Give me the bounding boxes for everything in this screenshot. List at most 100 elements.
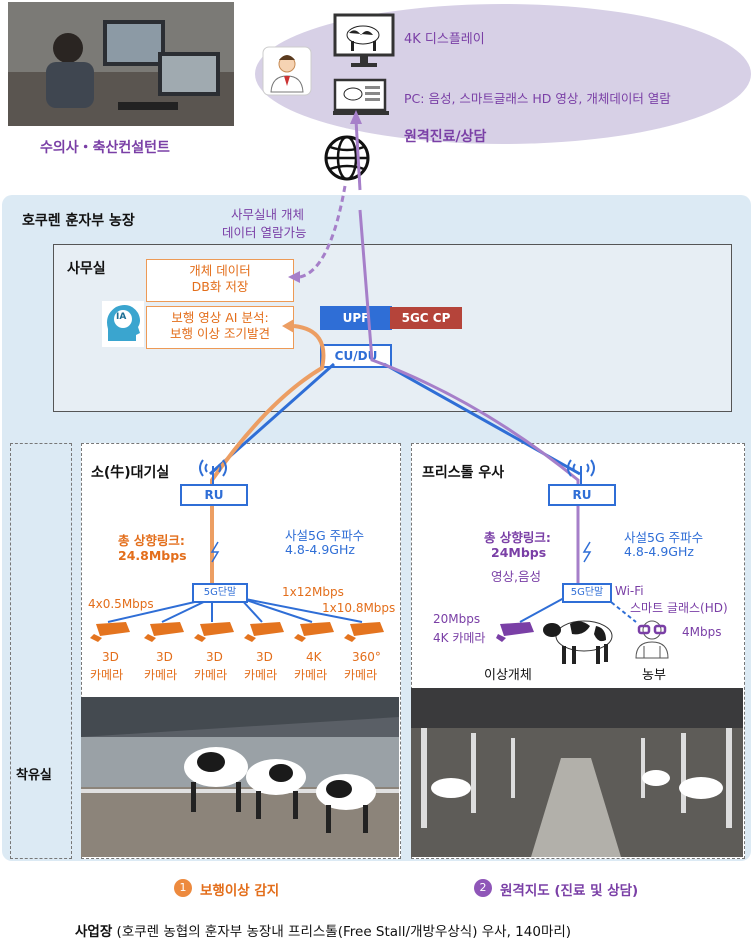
camera-4-type: 3D bbox=[256, 650, 273, 664]
abnormal-cow-label: 이상개체 bbox=[484, 668, 532, 683]
db-line1: 개체 데이터 bbox=[189, 263, 251, 278]
orange-arrow bbox=[282, 319, 294, 333]
camera-icon bbox=[244, 622, 284, 642]
camera-6-label: 카메라 bbox=[344, 668, 378, 682]
cam-label: 4K 카메라 bbox=[433, 631, 486, 645]
farmer-icon bbox=[630, 616, 674, 660]
fivegc-box: 5GC CP bbox=[390, 307, 462, 329]
camera-5-label: 카메라 bbox=[294, 668, 328, 682]
wifi-label: Wi-Fi bbox=[615, 584, 644, 598]
left-uplink-line2: 24.8Mbps bbox=[118, 548, 187, 563]
glass-rate: 4Mbps bbox=[682, 625, 722, 639]
camera-icon bbox=[344, 622, 384, 642]
camera-4: 3D 카메라 bbox=[244, 620, 294, 690]
freestall-title: 프리스톨 우사 bbox=[422, 465, 505, 481]
camera-icon bbox=[144, 622, 184, 642]
office-note-line1: 사무실내 개체 bbox=[231, 207, 304, 222]
orange-flow bbox=[210, 324, 326, 585]
fivegc-label: 5GC CP bbox=[401, 311, 451, 325]
camera-2-type: 3D bbox=[156, 650, 173, 664]
camera-3: 3D 카메라 bbox=[194, 620, 244, 690]
pc-label: PC: 음성, 스마트글래스 HD 영상, 개체데이터 열람 bbox=[404, 91, 671, 106]
terminal-right-box: 5G단말 bbox=[562, 583, 612, 603]
camera-icon bbox=[90, 622, 130, 642]
milking-room-panel bbox=[10, 443, 72, 859]
camera-3-type: 3D bbox=[206, 650, 223, 664]
left-freq-line1: 사설5G 주파수 bbox=[285, 528, 365, 543]
legend-item-1-num: 1 bbox=[179, 881, 187, 894]
right-uplink-line3: 영상,음성 bbox=[491, 569, 541, 584]
camera-5-type: 4K bbox=[306, 650, 322, 664]
milking-room-label: 착유실 bbox=[16, 768, 52, 783]
purple-dashed-arrow bbox=[288, 271, 300, 283]
cudu-label: CU/DU bbox=[334, 349, 378, 363]
right-freq-line2: 4.8-4.9GHz bbox=[624, 544, 694, 559]
cam-rate: 20Mbps bbox=[433, 612, 481, 626]
ru-right-box: RU bbox=[548, 484, 616, 506]
legend-item-2: 2 원격지도 (진료 및 상담) bbox=[474, 877, 704, 899]
ai-line2: 보행 이상 조기발견 bbox=[170, 326, 270, 341]
farm-title: 호쿠렌 훈자부 농장 bbox=[22, 213, 135, 229]
ai-badge: IA bbox=[116, 312, 127, 322]
purple-arrow bbox=[350, 110, 362, 124]
freestall-photo bbox=[411, 688, 743, 857]
display-label: 4K 디스플레이 bbox=[404, 32, 485, 47]
camera-4k-icon bbox=[496, 620, 536, 642]
left-uplink-line1: 총 상향링크: bbox=[118, 533, 185, 548]
ru-left-label: RU bbox=[204, 488, 224, 502]
display-icon bbox=[333, 13, 395, 71]
farmer-label: 농부 bbox=[642, 668, 666, 683]
left-freq-line2: 4.8-4.9GHz bbox=[285, 542, 355, 557]
legend-item-2-badge: 2 bbox=[474, 879, 492, 897]
camera-6: 360° 카메라 bbox=[344, 620, 394, 690]
purple-flow bbox=[358, 209, 580, 585]
left-rate-right1: 1x12Mbps bbox=[282, 585, 344, 599]
camera-5: 4K 카메라 bbox=[294, 620, 344, 690]
ai-brain-icon: IA bbox=[102, 301, 144, 347]
upf-label: UPF bbox=[342, 311, 370, 325]
footer: 사업장 (호쿠렌 농협의 훈자부 농장내 프리스톨(Free Stall/개방우… bbox=[75, 920, 571, 940]
abnormal-cow-icon bbox=[540, 612, 620, 668]
pc-icon bbox=[333, 78, 395, 116]
office-note-line2: 데이터 열람가능 bbox=[222, 225, 307, 240]
ru-right-label: RU bbox=[572, 488, 592, 502]
footer-rest: (호쿠렌 농협의 훈자부 농장내 프리스톨(Free Stall/개방우상식) … bbox=[112, 924, 572, 940]
office-title: 사무실 bbox=[67, 261, 106, 277]
legend-item-1-badge: 1 bbox=[174, 879, 192, 897]
camera-2: 3D 카메라 bbox=[144, 620, 194, 690]
ai-box: 보행 영상 AI 분석: 보행 이상 조기발견 bbox=[146, 306, 294, 349]
legend-item-1: 1 보행이상 감지 bbox=[174, 877, 334, 899]
right-uplink-line2: 24Mbps bbox=[491, 545, 547, 560]
left-rate-right2: 1x10.8Mbps bbox=[322, 601, 396, 615]
legend-item-1-label: 보행이상 감지 bbox=[200, 883, 280, 899]
terminal-left-label: 5G단말 bbox=[203, 587, 237, 598]
ai-line1: 보행 영상 AI 분석: bbox=[171, 310, 269, 325]
db-line2: DB화 저장 bbox=[191, 279, 249, 294]
remote-label: 원격진료/상담 bbox=[404, 129, 487, 145]
camera-row: 3D 카메라 3D 카메라 3D 카메라 3D 카메라 4K 카메라 360° … bbox=[90, 620, 390, 690]
camera-1: 3D 카메라 bbox=[90, 620, 140, 690]
terminal-right-label: 5G단말 bbox=[570, 587, 604, 598]
ru-antenna-right-icon bbox=[563, 456, 599, 484]
vet-photo bbox=[8, 2, 234, 126]
camera-icon bbox=[194, 622, 234, 642]
legend-item-2-num: 2 bbox=[479, 881, 487, 894]
camera-1-label: 카메라 bbox=[90, 668, 124, 682]
legend-item-2-label: 원격지도 (진료 및 상담) bbox=[500, 883, 639, 899]
right-uplink-line1: 총 상향링크: bbox=[484, 530, 551, 545]
doctor-icon bbox=[262, 46, 312, 96]
ru-left-box: RU bbox=[180, 484, 248, 506]
waiting-room-title: 소(牛)대기실 bbox=[91, 465, 170, 481]
camera-4-label: 카메라 bbox=[244, 668, 278, 682]
vet-label: 수의사・축산컨설턴트 bbox=[40, 140, 170, 156]
camera-1-type: 3D bbox=[102, 650, 119, 664]
ru-antenna-left-icon bbox=[195, 456, 231, 484]
camera-2-label: 카메라 bbox=[144, 668, 178, 682]
camera-6-type: 360° bbox=[352, 650, 381, 664]
glass-label: 스마트 글래스(HD) bbox=[630, 601, 728, 615]
footer-bold: 사업장 bbox=[75, 924, 113, 940]
right-freq-line1: 사설5G 주파수 bbox=[624, 530, 704, 545]
terminal-left-box: 5G단말 bbox=[192, 583, 248, 603]
purple-dashed bbox=[299, 185, 347, 279]
